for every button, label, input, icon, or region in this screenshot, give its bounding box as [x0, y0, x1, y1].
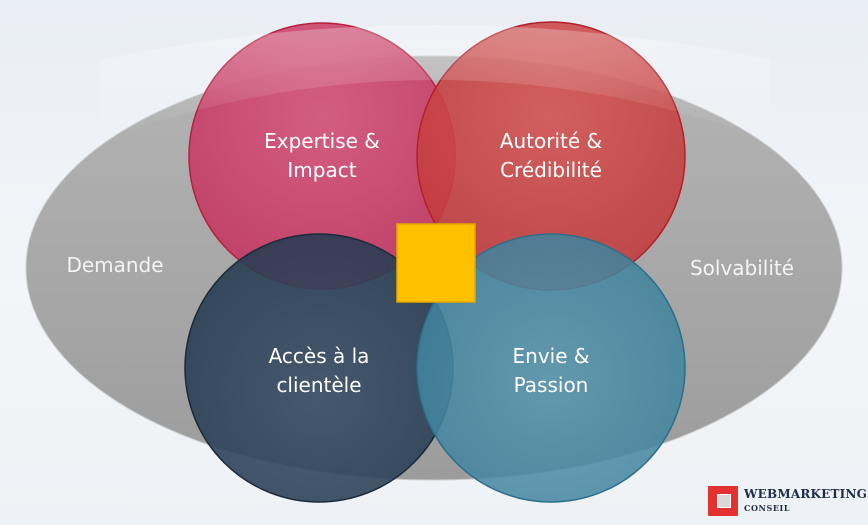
label-envie-line1: Envie &	[513, 344, 590, 368]
center-square	[396, 223, 476, 303]
label-acces-line1: Accès à la	[269, 344, 370, 368]
label-acces-line2: clientèle	[276, 373, 361, 397]
label-expertise-line2: Impact	[287, 158, 356, 182]
brand-subtitle: CONSEIL	[744, 503, 791, 513]
label-solvabilite: Solvabilité	[690, 256, 794, 280]
label-autorite-line2: Crédibilité	[500, 158, 602, 182]
brand-mark-icon	[708, 486, 738, 516]
brand-name: WEBMARKETING	[744, 487, 868, 501]
gloss-highlight	[100, 25, 770, 140]
label-autorite-line1: Autorité &	[500, 129, 602, 153]
label-envie-line2: Passion	[514, 373, 589, 397]
brand-logo: WEBMARKETING CONSEIL	[708, 486, 867, 520]
label-expertise-line1: Expertise &	[264, 129, 380, 153]
circle-envie	[416, 233, 686, 503]
label-demande: Demande	[66, 253, 163, 277]
